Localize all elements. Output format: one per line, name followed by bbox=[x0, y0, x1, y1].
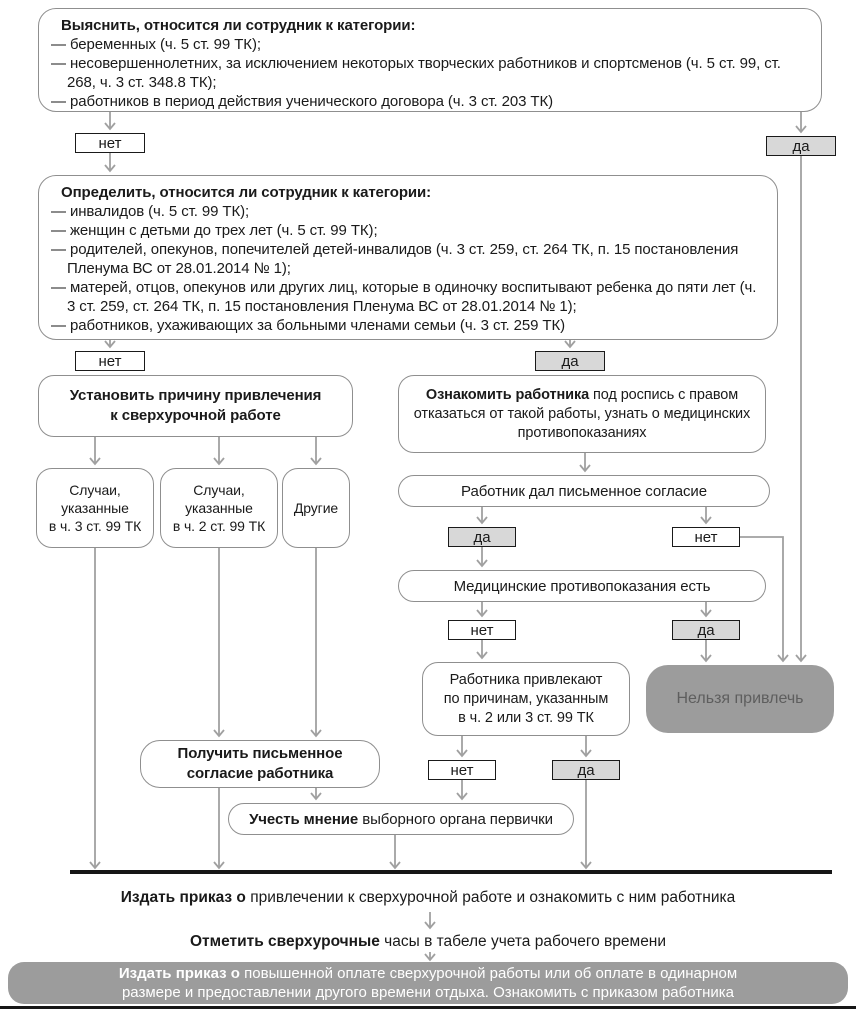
list-item: — родителей, опекунов, попечителей детей… bbox=[51, 241, 739, 277]
box-get-written-consent: Получить письменное согласие работника bbox=[140, 740, 380, 788]
box-establish-reason: Установить причину привлечения к сверхур… bbox=[38, 375, 353, 437]
box-union-opinion: Учесть мнение выборного органа первички bbox=[228, 803, 574, 835]
box-cannot-attract: Нельзя привлечь bbox=[646, 665, 834, 733]
box-title: Определить, относится ли сотрудник к кат… bbox=[61, 184, 432, 201]
list-item: — несовершеннолетних, за исключением нек… bbox=[51, 55, 781, 91]
rest-text: выборного органа первички bbox=[358, 810, 553, 828]
yes-tag-3: да bbox=[448, 527, 516, 547]
box-consent-given: Работник дал письменное согласие bbox=[398, 475, 770, 507]
list-item: — работников, ухаживающих за больными чл… bbox=[51, 317, 566, 334]
list-item: — женщин с детьми до трех лет (ч. 5 ст. … bbox=[51, 222, 378, 239]
no-tag-5: нет bbox=[428, 760, 496, 780]
rest-text: повышенной оплате сверхурочной работы ил… bbox=[121, 965, 738, 1001]
category-list: — инвалидов (ч. 5 ст. 99 ТК); — женщин с … bbox=[51, 202, 765, 335]
no-tag-3: нет bbox=[672, 527, 740, 547]
box-inform-worker: Ознакомить работника под роспись с право… bbox=[398, 375, 766, 453]
rest-text: часы в табеле учета рабочего времени bbox=[379, 933, 667, 950]
rest-text: привлечении к сверхурочной работе и озна… bbox=[245, 889, 736, 906]
yes-tag-5: да bbox=[552, 760, 620, 780]
list-item: — матерей, отцов, опекунов или других ли… bbox=[51, 279, 757, 315]
list-item: — инвалидов (ч. 5 ст. 99 ТК); bbox=[51, 203, 250, 220]
bold-lead: Издать приказ о bbox=[118, 965, 240, 982]
collector-bar bbox=[70, 870, 832, 874]
box-cases-part3: Случаи, указанные в ч. 3 ст. 99 ТК bbox=[36, 468, 154, 548]
yes-tag-2: да bbox=[535, 351, 605, 371]
box-pay-order: Издать приказ о повышенной оплате сверху… bbox=[8, 962, 848, 1004]
bold-lead: Ознакомить работника bbox=[425, 386, 590, 403]
box-check-special-category: Определить, относится ли сотрудник к кат… bbox=[38, 175, 778, 340]
box-attracted-by-reasons: Работника привлекают по причинам, указан… bbox=[422, 662, 630, 736]
box-cases-part2: Случаи, указанные в ч. 2 ст. 99 ТК bbox=[160, 468, 278, 548]
bold-lead: Учесть мнение bbox=[249, 810, 359, 828]
box-text: Ознакомить работника под роспись с право… bbox=[413, 386, 751, 443]
yes-tag-1: да bbox=[766, 136, 836, 156]
bold-lead: Отметить сверхурочные bbox=[189, 933, 380, 950]
mark-hours-text: Отметить сверхурочные часы в табеле учет… bbox=[0, 932, 856, 952]
no-tag-1: нет bbox=[75, 133, 145, 153]
box-cases-other: Другие bbox=[282, 468, 350, 548]
no-tag-2: нет bbox=[75, 351, 145, 371]
box-medical-contraindications: Медицинские противопоказания есть bbox=[398, 570, 766, 602]
box-text: Учесть мнение выборного органа первички bbox=[249, 811, 553, 828]
list-item: — работников в период действия ученическ… bbox=[51, 93, 553, 110]
box-title: Выяснить, относится ли сотрудник к катег… bbox=[61, 17, 416, 34]
box-check-forbidden-category: Выяснить, относится ли сотрудник к катег… bbox=[38, 8, 822, 112]
list-item: — беременных (ч. 5 ст. 99 ТК); bbox=[51, 36, 261, 53]
issue-order-text: Издать приказ о привлечении к сверхурочн… bbox=[0, 888, 856, 908]
yes-tag-4: да bbox=[672, 620, 740, 640]
category-list: — беременных (ч. 5 ст. 99 ТК); — несоверш… bbox=[51, 35, 809, 111]
no-tag-4: нет bbox=[448, 620, 516, 640]
page-bottom-border bbox=[0, 1006, 856, 1009]
box-text: Издать приказ о повышенной оплате сверху… bbox=[108, 964, 748, 1002]
bold-lead: Издать приказ о bbox=[120, 889, 246, 906]
rest-text: под роспись с правом отказаться от такой… bbox=[413, 386, 751, 441]
